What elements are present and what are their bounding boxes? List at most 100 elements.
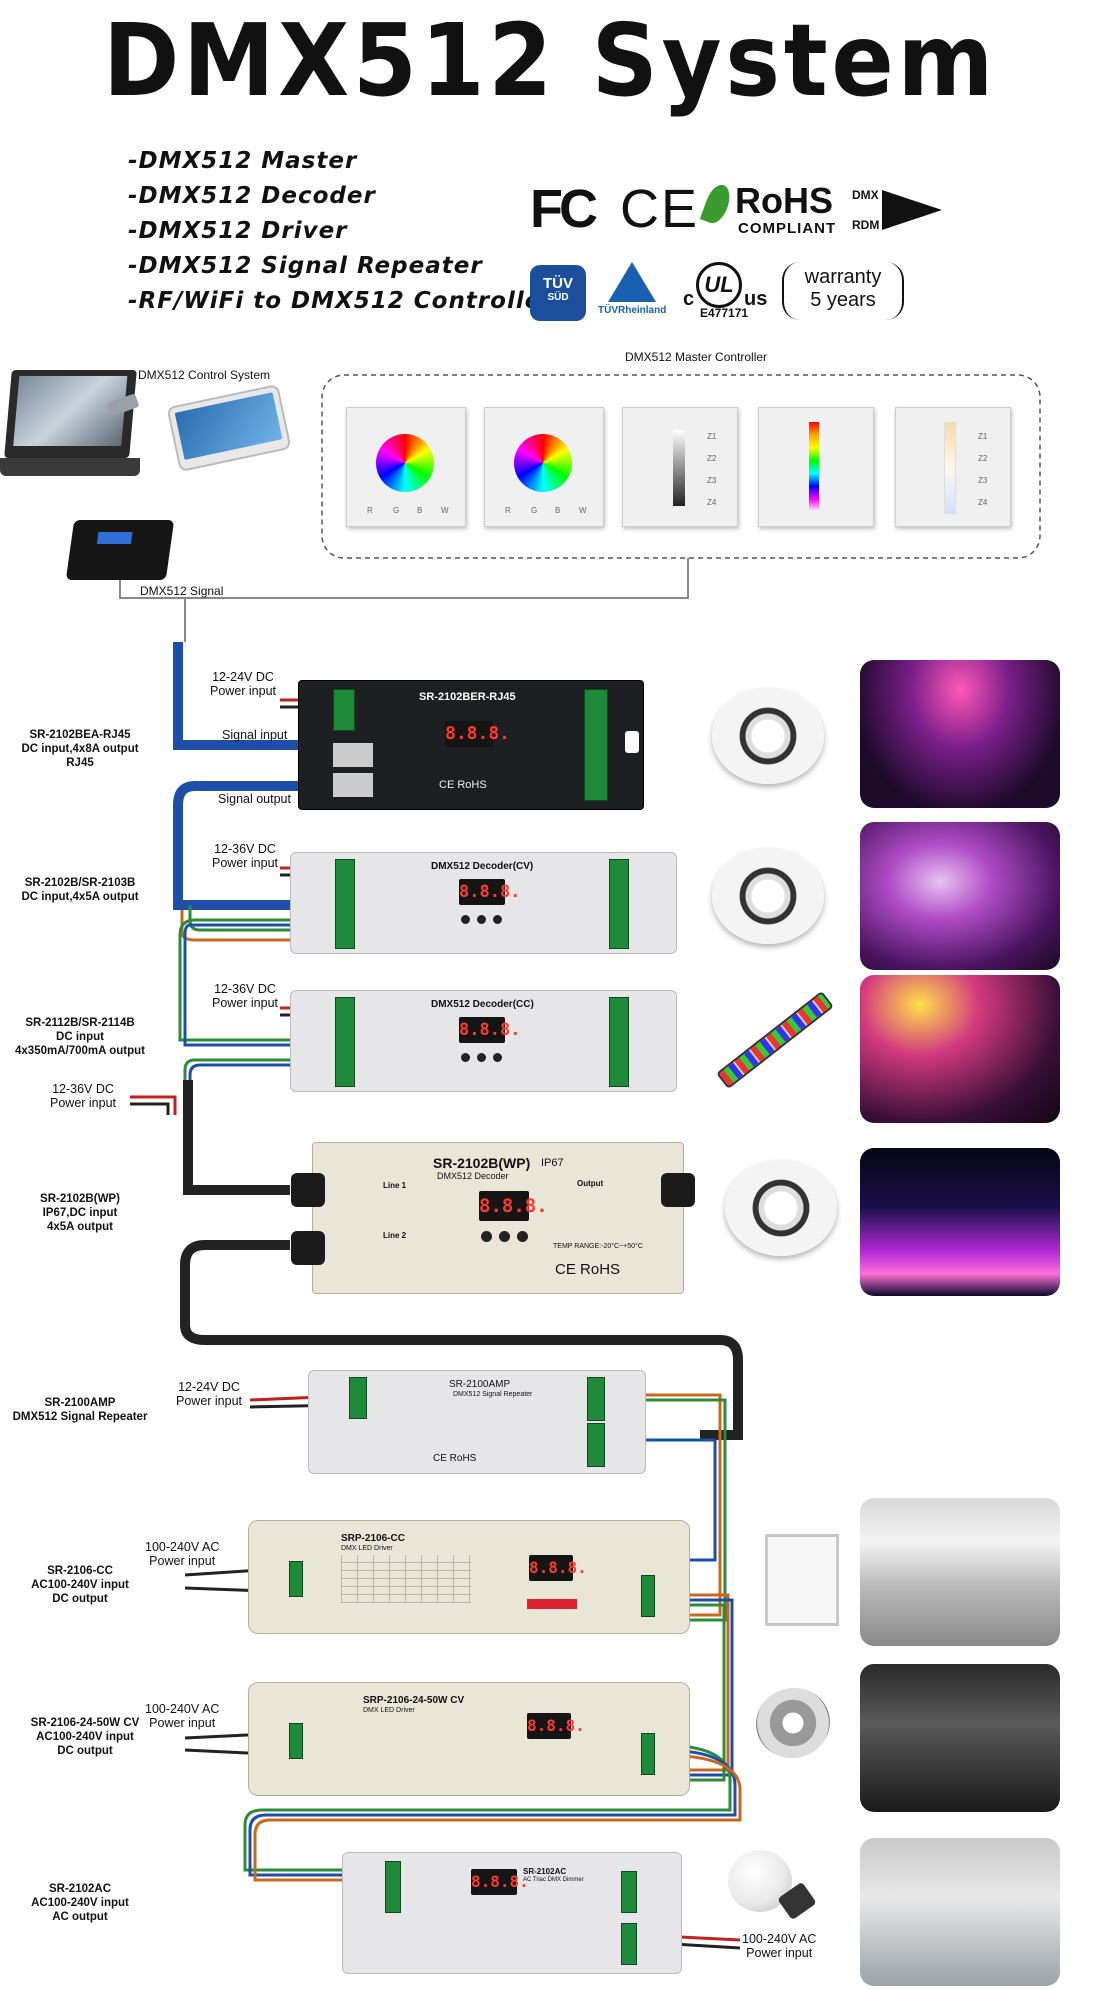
model-desc: 4x5A output bbox=[46, 1221, 114, 1233]
rj45-port-out[interactable] bbox=[333, 773, 373, 797]
sr-2102ac-device: 8.8.8. SR-2102AC AC Triac DMX Dimmer bbox=[342, 1852, 682, 1974]
zone-label: Z1 bbox=[978, 432, 988, 441]
button[interactable] bbox=[499, 1231, 510, 1242]
power-text: Power input bbox=[149, 1716, 216, 1730]
power-terminal bbox=[621, 1923, 637, 1965]
color-wheel[interactable] bbox=[376, 434, 434, 492]
model-desc: IP67,DC input bbox=[42, 1207, 118, 1219]
master-group-border bbox=[321, 374, 1041, 559]
dip-switch[interactable] bbox=[527, 1599, 577, 1609]
feature-item: -DMX512 Driver bbox=[128, 218, 348, 244]
rohs-mark: CE RoHS bbox=[433, 1453, 477, 1464]
panel-label: B bbox=[555, 506, 561, 515]
rohs-text: RoHS bbox=[449, 1453, 477, 1464]
srp-2106-cc-device: SRP-2106-CC DMX LED Driver 8.8.8. bbox=[248, 1520, 690, 1634]
rohs-mark: CE RoHS bbox=[555, 1261, 621, 1278]
power-input-label: 12-36V DC Power input bbox=[212, 982, 278, 1010]
dmx-signal-line bbox=[184, 558, 689, 642]
device-name: SRP-2106-24-50W CV bbox=[363, 1695, 465, 1706]
cable-signal-out bbox=[173, 781, 300, 910]
model-desc: DMX512 Signal Repeater bbox=[12, 1411, 148, 1423]
power-text: Power input bbox=[149, 1554, 216, 1568]
kitchen-photo bbox=[860, 1664, 1060, 1812]
device-subtitle: AC Triac DMX Dimmer bbox=[523, 1877, 584, 1883]
device-label-5: SR-2100AMP DMX512 Signal Repeater bbox=[0, 1396, 160, 1424]
cct-panel[interactable]: Z1 Z2 Z3 Z4 bbox=[895, 407, 1011, 527]
dmx-rdm-logo: DMX RDM bbox=[852, 188, 948, 234]
dimmer-slider[interactable] bbox=[673, 430, 685, 506]
button[interactable] bbox=[461, 1053, 470, 1062]
model-name: SR-2102B(WP) bbox=[40, 1193, 120, 1205]
warranty-years: 5 years bbox=[810, 289, 876, 311]
power-terminal bbox=[289, 1723, 303, 1759]
dmx-logo-bottom: RDM bbox=[852, 218, 880, 232]
venue-photo-1 bbox=[860, 660, 1060, 808]
signal-output-label: Signal output bbox=[218, 792, 291, 806]
panel-label: R bbox=[367, 506, 373, 515]
mount-hole bbox=[625, 731, 639, 753]
dining-photo bbox=[860, 1838, 1060, 1986]
tuv-rheinland-text: TÜVRheinland bbox=[598, 305, 667, 316]
srp-2106-24-50w-cv-device: SRP-2106-24-50W CV DMX LED Driver 8.8.8. bbox=[248, 1682, 690, 1796]
device-subtitle: DMX512 Decoder bbox=[437, 1171, 509, 1181]
zone-label: Z4 bbox=[978, 498, 988, 507]
rgb-slider-panel[interactable] bbox=[758, 407, 874, 527]
device-label-2: SR-2102B/SR-2103B DC input,4x5A output bbox=[0, 876, 160, 904]
model-desc: AC output bbox=[52, 1911, 108, 1923]
model-desc: AC100-240V input bbox=[31, 1897, 129, 1909]
rgbw-panel-2[interactable]: R G B W bbox=[484, 407, 604, 527]
rgbw-panel-1[interactable]: R G B W bbox=[346, 407, 466, 527]
led-strip-reel-icon bbox=[725, 1160, 837, 1256]
color-wheel[interactable] bbox=[514, 434, 572, 492]
rj45-port-in[interactable] bbox=[333, 743, 373, 767]
seven-seg-display: 8.8.8. bbox=[527, 1713, 585, 1739]
tuv-rheinland-icon bbox=[608, 262, 656, 302]
device-label-6: SR-2106-CC AC100-240V input DC output bbox=[0, 1564, 160, 1606]
feature-item: -DMX512 Master bbox=[128, 148, 358, 174]
device-label-1: SR-2102BEA-RJ45 DC input,4x8A output RJ4… bbox=[0, 728, 160, 770]
ul-c: c bbox=[683, 288, 695, 310]
rgb-slider[interactable] bbox=[809, 422, 819, 512]
button[interactable] bbox=[477, 1053, 486, 1062]
device-label-4: SR-2102B(WP) IP67,DC input 4x5A output bbox=[0, 1192, 160, 1234]
panel-label: G bbox=[393, 506, 400, 515]
button[interactable] bbox=[517, 1231, 528, 1242]
ce-logo: CE bbox=[620, 179, 700, 239]
signal-input-label: Signal input bbox=[222, 728, 288, 742]
cable-signal-in bbox=[173, 642, 300, 750]
power-voltage: 100-240V AC bbox=[742, 1932, 817, 1946]
seven-seg-display: 8.8.8. bbox=[445, 721, 510, 747]
power-text: Power input bbox=[746, 1946, 813, 1960]
stage-photo bbox=[860, 975, 1060, 1123]
power-voltage: 12-36V DC bbox=[52, 1082, 114, 1096]
cable-gland bbox=[291, 1173, 325, 1207]
button[interactable] bbox=[493, 1053, 502, 1062]
device-subtitle: DMX512 Signal Repeater bbox=[453, 1391, 533, 1398]
power-terminal bbox=[333, 689, 355, 731]
zone-label: Z2 bbox=[978, 454, 988, 463]
button[interactable] bbox=[493, 915, 502, 924]
model-desc: AC100-240V input bbox=[31, 1579, 129, 1591]
fcc-logo: FC bbox=[530, 179, 598, 239]
rohs-logo: RoHS bbox=[735, 180, 833, 221]
rohs-text: RoHS bbox=[580, 1261, 621, 1278]
cct-slider[interactable] bbox=[944, 422, 956, 514]
power-text: Power input bbox=[210, 684, 277, 698]
button[interactable] bbox=[461, 915, 470, 924]
power-voltage: 12-36V DC bbox=[214, 982, 276, 996]
power-voltage: 100-240V AC bbox=[145, 1540, 220, 1554]
device-name: SR-2102B(WP) bbox=[433, 1155, 531, 1171]
button[interactable] bbox=[477, 915, 486, 924]
dimmer-panel[interactable]: Z1 Z2 Z3 Z4 bbox=[622, 407, 738, 527]
input-terminal bbox=[335, 997, 355, 1087]
button[interactable] bbox=[481, 1231, 492, 1242]
line2-label: Line 2 bbox=[383, 1231, 407, 1240]
ul-logo: UL bbox=[696, 262, 742, 308]
rohs-mark: CE RoHS bbox=[439, 779, 487, 791]
output-terminal bbox=[609, 997, 629, 1087]
power-terminal bbox=[289, 1561, 303, 1597]
device-name: SR-2102BER-RJ45 bbox=[419, 691, 516, 703]
decoder-cc-device: DMX512 Decoder(CC) 8.8.8. bbox=[290, 990, 677, 1092]
output-terminal bbox=[609, 859, 629, 949]
power-input-label: 100-240V AC Power input bbox=[742, 1932, 816, 1960]
